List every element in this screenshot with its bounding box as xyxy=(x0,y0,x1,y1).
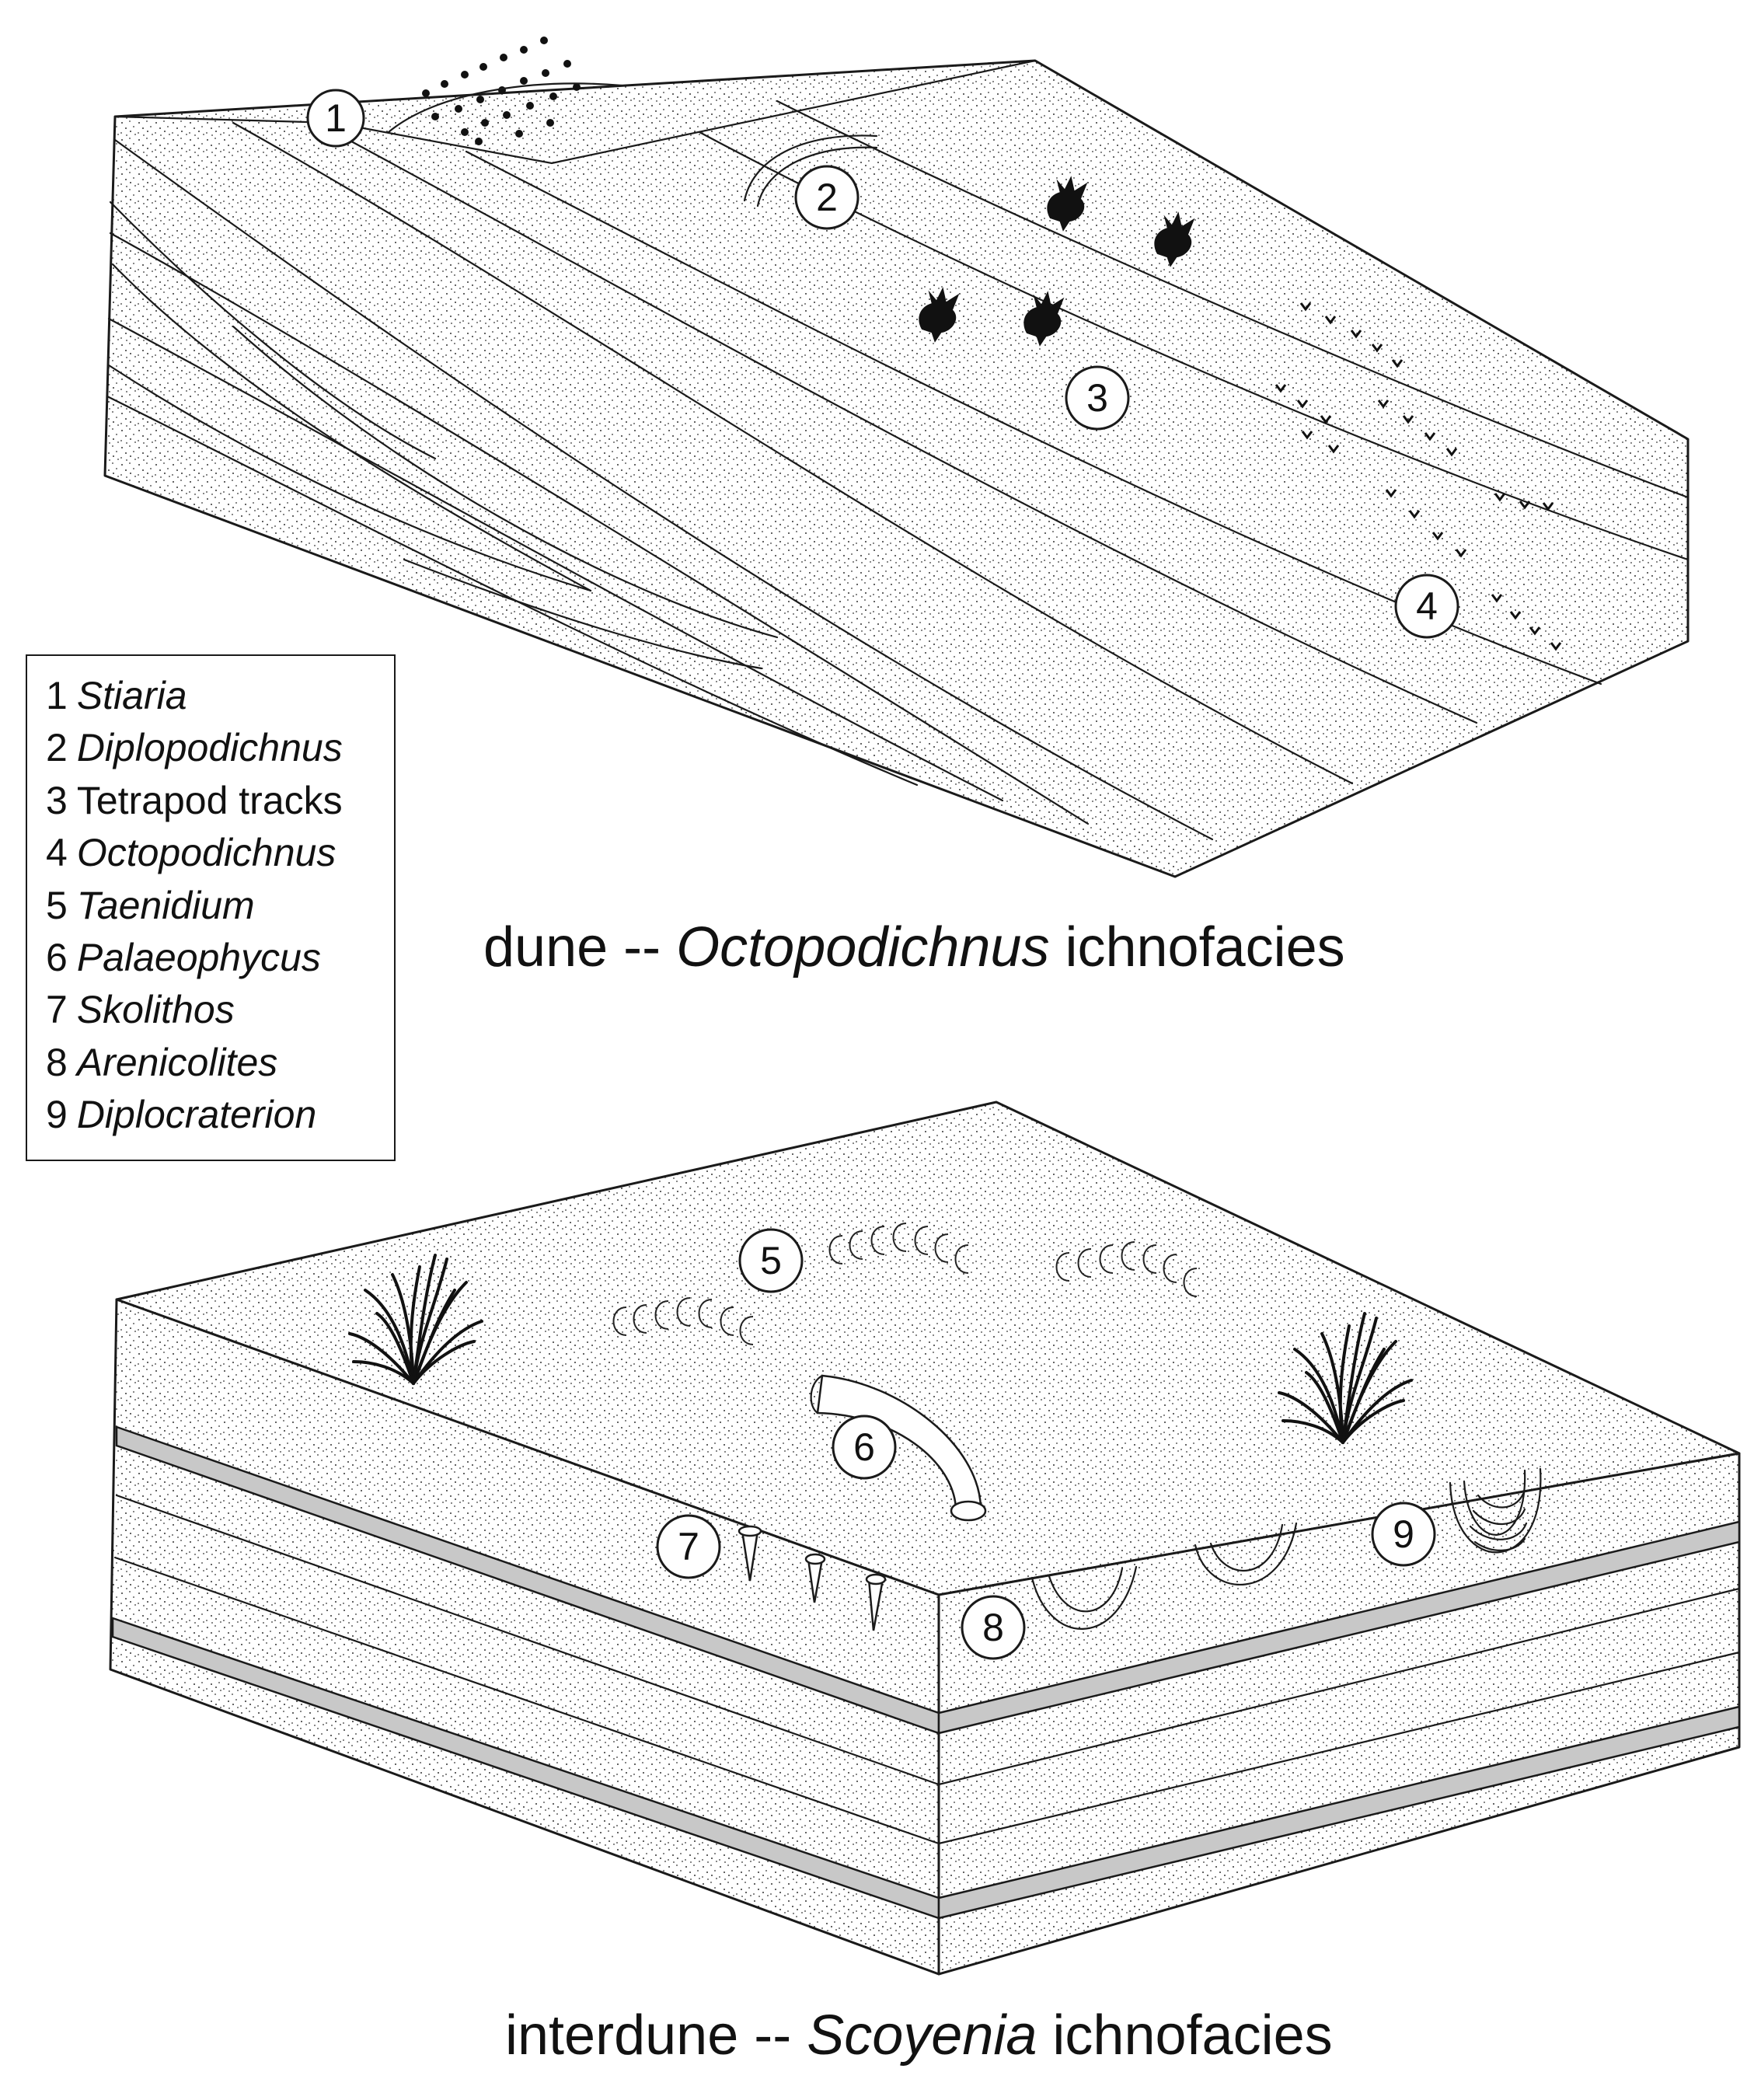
legend-item-number: 7 xyxy=(46,988,68,1032)
legend-item-number: 4 xyxy=(46,831,68,875)
marker-2: 2 xyxy=(794,165,860,230)
marker-5: 5 xyxy=(738,1228,804,1293)
legend-item-number: 6 xyxy=(46,936,68,980)
grass-clump-left xyxy=(348,1254,483,1385)
legend-item-name: Stiaria xyxy=(76,674,187,717)
clay-layers xyxy=(111,1425,1741,1920)
diplopodichnus-trace xyxy=(743,134,878,208)
legend-item-number: 3 xyxy=(46,778,68,822)
legend-item-number: 1 xyxy=(46,674,68,717)
caption-dune-genus: Octopodichnus xyxy=(676,916,1050,978)
grass-clump-right xyxy=(1278,1312,1413,1444)
marker-9: 9 xyxy=(1371,1502,1436,1567)
dune-block: 1 2 3 4 xyxy=(103,37,1689,878)
skolithos-burrows xyxy=(738,1525,887,1631)
svg-text:4: 4 xyxy=(1416,584,1438,628)
legend-item-number: 8 xyxy=(46,1040,68,1084)
arenicolites-burrows xyxy=(1030,1522,1298,1630)
marker-6: 6 xyxy=(832,1415,897,1480)
caption-dune-prefix: dune -- xyxy=(483,916,677,978)
svg-text:2: 2 xyxy=(816,176,838,219)
legend-item-number: 9 xyxy=(46,1093,68,1137)
interdune-block: 5 6 7 8 9 xyxy=(109,1101,1741,1976)
svg-text:6: 6 xyxy=(853,1425,875,1469)
svg-text:3: 3 xyxy=(1086,376,1108,420)
caption-interdune: interdune -- Scoyenia ichnofacies xyxy=(505,2004,1333,2067)
legend-item-name: Tetrapod tracks xyxy=(76,778,343,822)
marker-7: 7 xyxy=(656,1514,721,1579)
legend-item-number: 5 xyxy=(46,883,68,927)
marker-8: 8 xyxy=(961,1595,1026,1660)
legend-item-name: Taenidium xyxy=(76,883,255,927)
caption-interdune-genus: Scoyenia xyxy=(807,2004,1037,2067)
legend-item-name: Palaeophycus xyxy=(76,936,321,980)
caption-dune: dune -- Octopodichnus ichnofacies xyxy=(483,916,1345,979)
stiaria-trace xyxy=(422,37,581,145)
legend-item-number: 2 xyxy=(46,726,68,770)
diplocraterion-burrow xyxy=(1449,1467,1542,1554)
svg-text:7: 7 xyxy=(678,1525,699,1568)
legend-item-name: Octopodichnus xyxy=(76,831,337,875)
legend-item-name: Diplocraterion xyxy=(76,1093,317,1137)
stiaria-groove xyxy=(387,82,623,134)
cross-bedding-lines xyxy=(106,99,1689,841)
legend-item-name: Diplopodichnus xyxy=(76,726,343,770)
svg-text:5: 5 xyxy=(760,1239,782,1282)
svg-text:9: 9 xyxy=(1393,1512,1414,1556)
caption-interdune-suffix: ichnofacies xyxy=(1037,2004,1333,2067)
marker-4: 4 xyxy=(1394,574,1459,639)
svg-text:1: 1 xyxy=(325,96,347,140)
legend-item-name: Arenicolites xyxy=(76,1040,278,1084)
caption-dune-suffix: ichnofacies xyxy=(1049,916,1345,978)
caption-interdune-prefix: interdune -- xyxy=(505,2004,807,2067)
dune-crest-line xyxy=(113,59,1037,165)
svg-text:8: 8 xyxy=(982,1606,1004,1649)
marker-1: 1 xyxy=(306,89,365,148)
marker-3: 3 xyxy=(1065,365,1130,431)
legend-item-name: Skolithos xyxy=(76,988,235,1032)
